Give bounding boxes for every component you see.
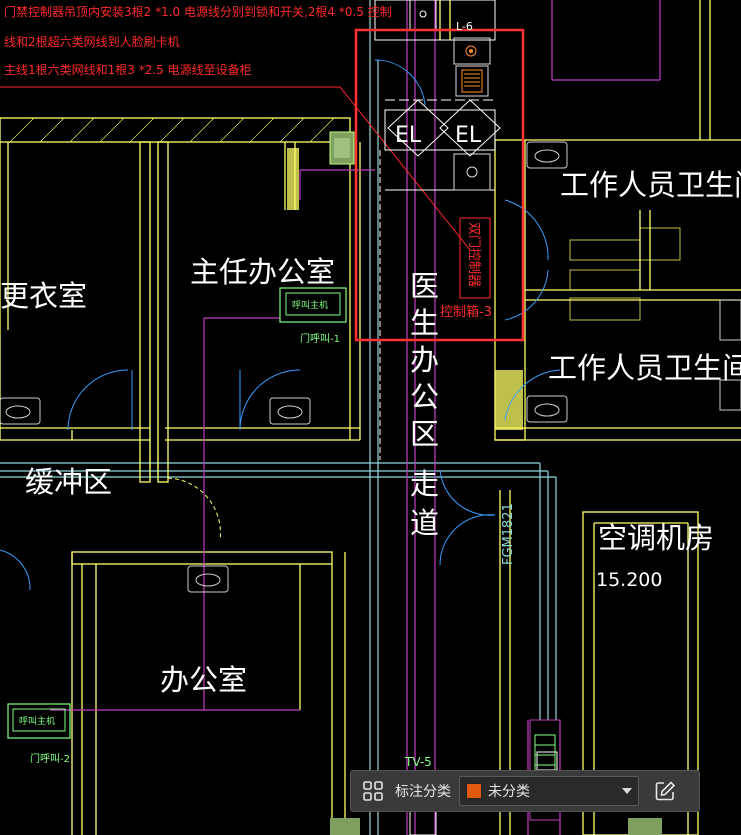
chevron-down-icon <box>622 788 632 794</box>
room-ac: 空调机房 <box>598 521 714 555</box>
el-right-label: EL <box>455 123 482 148</box>
annotation-line-3: 主线1根六类网线和1根3 *2.5 电源线至设备柜 <box>4 63 252 77</box>
annotation-toolbar: 标注分类 未分类 <box>350 770 700 812</box>
magenta-wiring <box>50 0 661 835</box>
annotation-line-1: 门禁控制器吊顶内安装3根2 *1.0 电源线分别到锁和开关,2根4 *0.5 控… <box>4 4 392 19</box>
category-color-swatch <box>466 783 482 799</box>
sinks <box>0 141 741 593</box>
shaft-label: L-6 <box>456 20 473 33</box>
room-changing: 更衣室 <box>0 279 87 313</box>
red-leaders <box>0 86 471 251</box>
fire-door-label: FGM1821 <box>501 503 516 565</box>
annotation-line-2: 线和2根超六类网线到人脸刷卡机 <box>4 34 180 49</box>
corridor-char-4: 区 <box>410 417 439 451</box>
el-left-label: EL <box>395 123 422 148</box>
tv-label: TV-5 <box>404 755 432 769</box>
category-label: 标注分类 <box>395 784 451 800</box>
hatch-lines <box>9 117 335 143</box>
equipment <box>384 37 501 299</box>
ac-elevation: 15.200 <box>596 569 662 591</box>
room-office: 办公室 <box>160 663 247 697</box>
call-host-2-label: 门呼叫-2 <box>30 752 70 765</box>
corridor-char-6: 道 <box>410 506 439 540</box>
room-buffer-zone: 缓冲区 <box>25 465 112 499</box>
columns <box>329 131 662 835</box>
corridor-char-1: 生 <box>410 306 439 340</box>
control-box-label: 控制箱-3 <box>440 304 492 320</box>
hatches <box>0 117 681 430</box>
call-host-boxes <box>7 287 347 739</box>
corridor-char-2: 办 <box>410 343 439 377</box>
category-dropdown[interactable]: 未分类 <box>459 776 639 806</box>
call-host-1-label: 门呼叫-1 <box>300 332 340 345</box>
corridor-char-0: 医 <box>410 269 439 303</box>
call-host-1-text: 呼叫主机 <box>292 299 328 311</box>
call-host-2-text: 呼叫主机 <box>19 715 55 727</box>
cyan-pipes <box>0 0 557 835</box>
corridor-char-5: 走 <box>410 467 439 501</box>
room-staff-toilet-2: 工作人员卫生间 <box>548 351 741 385</box>
double-door-controller-label: 双门控制器 <box>466 222 481 287</box>
room-staff-toilet-1: 工作人员卫生间 <box>560 168 741 202</box>
room-director-office: 主任办公室 <box>190 255 335 289</box>
dashed-door <box>167 477 221 541</box>
selection-highlight[interactable] <box>354 28 525 342</box>
corridor-char-3: 公 <box>410 380 439 414</box>
door-arcs <box>0 59 561 591</box>
grid-icon[interactable] <box>351 770 395 812</box>
category-selected-value: 未分类 <box>488 784 530 800</box>
corridor-details <box>374 0 496 835</box>
edit-icon[interactable] <box>643 770 687 812</box>
